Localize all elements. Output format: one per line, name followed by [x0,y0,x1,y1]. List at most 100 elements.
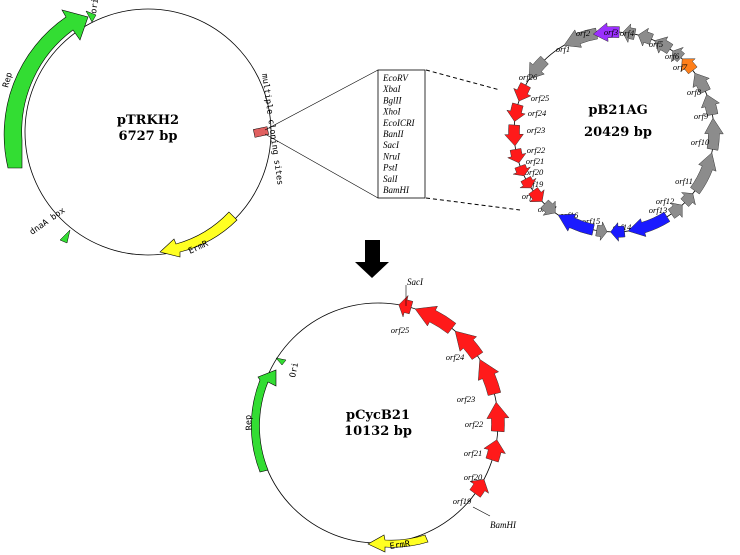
ptrkh2-plasmid: Rep ori dnaA box ErmR multiple cloning s… [1,0,285,258]
callout-line-top [264,69,379,131]
orf8-label: orf8 [687,87,702,97]
pcyc-orf25-label: orf25 [391,325,409,335]
ermr-gene-arrow [159,211,238,258]
rep-gene-arrow [3,9,89,169]
orf21-label: orf21 [526,156,544,166]
orf18-gene-arrow [540,199,556,216]
restriction-site-xhoi: XhoI [382,107,401,117]
restriction-site-bglii: BglII [383,95,402,105]
orf1-gene-arrow [563,27,598,48]
orf3-label: orf3 [604,27,618,37]
restriction-site-banii: BanII [383,129,404,139]
pcyc-orf20-label: orf20 [464,472,483,482]
orf23-gene-arrow [504,124,524,147]
pcyc-rep-label: Rep [244,414,255,430]
sacl-label: SacI [407,277,424,287]
pb21ag-size: 20429 bp [584,125,652,140]
orf17-gene-arrow [557,213,595,236]
ori-label: ori [89,0,101,14]
restriction-site-nrui: NruI [382,151,401,161]
ptrkh2-name: pTRKH2 [117,113,179,128]
down-arrow-icon [355,240,389,278]
orf6-gene-arrow [671,46,685,63]
restriction-site-sali: SalI [383,174,399,184]
orf13-gene-arrow [667,202,683,219]
orf19-label: orf19 [525,179,544,189]
orf22-gene-arrow [506,148,527,164]
restriction-sites-box: EcoRVXbaIBglIIXhoIEcoICRIBanIISacINruIPs… [264,69,521,211]
ori-marker [85,10,97,23]
orf5-gene-arrow [654,36,674,55]
pcyc-orf23-gene-arrow [454,330,484,360]
pb21ag-name: pB21AG [588,103,647,118]
orf9-label: orf9 [694,111,709,121]
pcyc-orf19-gene-arrow [469,479,490,498]
orf22-label: orf22 [527,145,546,155]
orf8-gene-arrow [692,72,711,94]
pcyc-orf21-gene-arrow [486,401,510,433]
orf3-gene-arrow [622,23,637,44]
orf25-gene-arrow [513,82,532,102]
restriction-site-xbai: XbaI [382,84,401,94]
bamhi-label: BamHI [490,520,517,530]
orf10-label: orf10 [691,137,710,147]
orf21-gene-arrow [512,164,532,177]
orf13-label: orf13 [649,205,667,215]
ptrkh2-size: 6727 bp [119,129,178,144]
pcyc-orf24-gene-arrow [414,305,457,334]
orf15-label: orf15 [582,216,600,226]
orf2-gene-arrow [592,22,620,42]
ptrkh2-backbone [24,8,272,256]
orf19-gene-arrow [528,187,545,202]
orf15-gene-arrow [610,221,626,242]
pcycb21-size: 10132 bp [344,424,412,439]
mcs-box [253,126,269,138]
pcyc-orf25-gene-arrow [398,294,414,318]
pcyc-ori-marker [275,357,287,366]
orf23-label: orf23 [527,125,545,135]
orf12-label: orf12 [656,196,675,206]
orf4-gene-arrow [637,27,654,47]
orf26-gene-arrow [528,55,549,80]
orf16-gene-arrow [595,221,608,242]
orf5-label: orf5 [649,39,663,49]
orf12-gene-arrow [680,192,696,207]
pcyc-orf22-label: orf22 [465,419,484,429]
orf7-label: orf7 [673,62,688,72]
pcyc-orf20-gene-arrow [483,439,506,463]
dashed-link-top [425,69,501,91]
dnaa-box-marker [59,229,71,244]
orf1-label: orf1 [556,44,570,54]
pcyc-orf24-label: orf24 [446,352,465,362]
restriction-site-saci: SacI [383,140,400,150]
orf4-label: orf4 [620,28,635,38]
restriction-site-ecorv: EcoRV [382,73,409,83]
orf7-gene-arrow [681,58,698,75]
pcyc-orf21-label: orf21 [464,448,482,458]
sites-frame [377,69,426,199]
orf24-gene-arrow [506,102,526,122]
dnaa-box-label: dnaA box [28,206,67,238]
orf11-gene-arrow [690,152,717,195]
bamhi-tick [472,506,491,517]
orf6-label: orf6 [665,51,680,61]
orf14-gene-arrow [627,211,671,237]
orf25-label: orf25 [531,93,549,103]
dashed-link-bottom [425,197,521,211]
pcyc-rep-gene-arrow [251,369,277,473]
orf26-label: orf26 [519,72,538,82]
pcyc-orf22-gene-arrow [478,358,502,396]
pcyc-ori-label: Ori [288,362,301,379]
restriction-site-psti: PstI [382,163,399,173]
orf2-label: orf2 [576,28,591,38]
orf20-label: orf20 [525,167,544,177]
callout-line-bottom [264,133,379,199]
orf24-label: orf24 [528,108,547,118]
orf20-gene-arrow [519,176,537,189]
pcyc-ermr-label: ErmR [389,539,412,552]
orf11-label: orf11 [675,176,693,186]
rep-label: Rep [1,71,15,88]
